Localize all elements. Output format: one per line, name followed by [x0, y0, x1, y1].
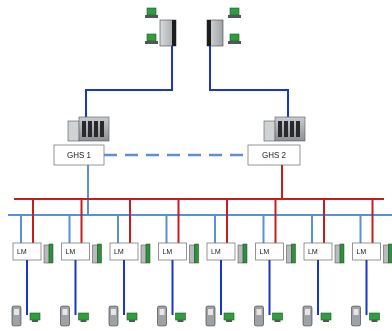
server-rack-icon [263, 116, 306, 142]
lm-module: LM [11, 199, 54, 327]
plc-icon [383, 243, 392, 264]
ghs-label: GHS 1 [67, 151, 92, 160]
field-device-icon [108, 305, 119, 327]
plc-icon [140, 243, 151, 264]
workstation-cluster [145, 7, 241, 47]
field-device-icon [254, 305, 264, 327]
plc-icon [43, 243, 54, 264]
field-terminal-icon [126, 312, 138, 322]
lm-label: LM [260, 249, 270, 256]
field-terminal-icon [175, 312, 186, 322]
bus-lines [8, 165, 392, 216]
lm-label: LM [308, 249, 318, 256]
field-terminal-icon [29, 312, 41, 322]
lm-module: LM [205, 199, 248, 327]
server-rack-icon [67, 116, 110, 142]
lm-module: LM [254, 199, 296, 327]
ghs-box [247, 144, 301, 166]
lm-label: LM [114, 249, 124, 256]
server-rack-icon [159, 19, 177, 47]
field-terminal-icon [320, 312, 332, 322]
link-ghs2 [209, 46, 289, 117]
top-links [85, 46, 289, 117]
lm-module: LM [157, 199, 199, 327]
field-device-icon [60, 305, 70, 327]
plc-icon [334, 243, 345, 264]
lm-module: LM [351, 199, 392, 327]
ghs-server-1: GHS 1 [53, 116, 110, 166]
lm-module: LM [302, 199, 345, 327]
lm-label: LM [66, 249, 76, 256]
ghs-label: GHS 2 [262, 151, 287, 160]
lm-label: LM [211, 249, 221, 256]
field-device-icon [351, 305, 361, 327]
field-terminal-icon [223, 312, 235, 322]
field-device-icon [302, 305, 313, 327]
plc-icon [237, 243, 248, 264]
server-rack-icon [206, 19, 224, 47]
field-terminal-icon [78, 312, 89, 322]
plc-icon [286, 243, 296, 264]
field-device-icon [11, 305, 22, 327]
field-device-icon [157, 305, 167, 327]
lm-row: LM LM LM LM LM LM LM LM [11, 199, 392, 327]
plc-icon [189, 243, 199, 264]
lm-module: LM [108, 199, 151, 327]
field-device-icon [205, 305, 216, 327]
lm-label: LM [17, 249, 27, 256]
field-terminal-icon [272, 312, 283, 322]
plc-icon [92, 243, 102, 264]
workstation-icon [228, 7, 241, 18]
ghs-server-2: GHS 2 [247, 116, 306, 166]
lm-label: LM [357, 249, 367, 256]
lm-module: LM [60, 199, 102, 327]
lm-label: LM [163, 249, 173, 256]
field-terminal-icon [369, 312, 380, 322]
workstation-icon [145, 7, 158, 18]
workstation-icon [228, 33, 241, 44]
link-ghs1 [85, 46, 173, 117]
workstation-icon [145, 33, 158, 44]
